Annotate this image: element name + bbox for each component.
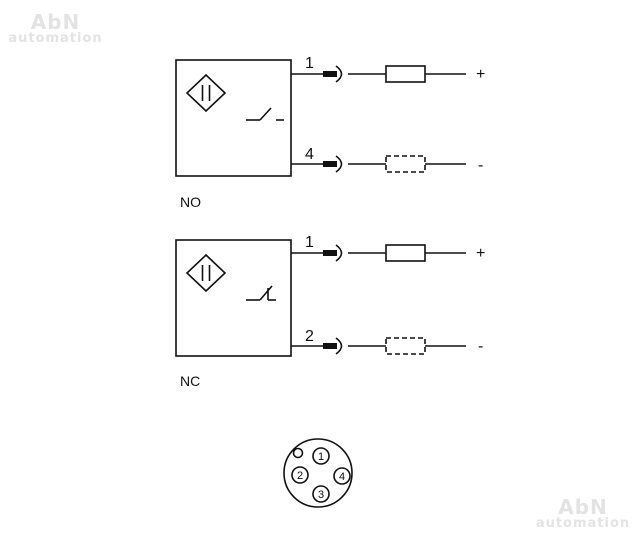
connector-pin-2-icon (291, 466, 309, 484)
watermark-brand: AbN (558, 495, 608, 519)
nc-load-resistor-icon (385, 244, 426, 262)
nc-load-dashed-icon (385, 337, 426, 355)
no-load-resistor-icon (385, 65, 426, 83)
no-sensor-box (175, 59, 292, 177)
no-label: NO (180, 194, 201, 210)
watermark-bottom-right: AbN automation (535, 497, 631, 530)
no-pin-bottom-label: 4 (305, 146, 314, 163)
nc-plug-bottom-icon (323, 343, 337, 349)
no-pin-top-label: 1 (305, 55, 314, 72)
watermark-sub: automation (535, 516, 631, 531)
nc-plug-top-icon (323, 250, 337, 256)
nc-diagram (175, 239, 466, 357)
connector-pin-4-icon (333, 467, 351, 485)
no-sign-minus: - (478, 157, 483, 174)
connector-pin-3-label: 3 (318, 489, 324, 501)
watermark-brand: AbN (30, 10, 81, 34)
nc-sensor-symbol-icon (185, 253, 227, 293)
connector-pin-4-label: 4 (339, 471, 345, 483)
no-sensor-symbol-icon (185, 73, 227, 113)
connector-pin-2-label: 2 (297, 470, 303, 482)
no-sign-plus: + (476, 66, 485, 83)
nc-socket-bottom-icon (335, 337, 343, 355)
no-plug-top-icon (323, 71, 337, 77)
nc-pin-top-label: 1 (305, 234, 314, 251)
no-switch-icon (246, 107, 284, 121)
watermark-sub: automation (8, 31, 103, 46)
nc-switch-icon (246, 285, 276, 301)
connector-outline-icon (283, 438, 353, 508)
connector-face (283, 438, 353, 508)
no-socket-top-icon (335, 65, 343, 83)
no-diagram (175, 59, 466, 177)
connector-pin-3-icon (312, 485, 330, 503)
nc-label: NC (180, 373, 201, 389)
nc-sensor-box (175, 239, 292, 357)
no-load-dashed-icon (385, 155, 426, 173)
nc-pin-bottom-label: 2 (305, 328, 314, 345)
watermark-top-left: AbN automation (8, 12, 103, 45)
nc-sign-minus: - (478, 338, 483, 355)
nc-socket-top-icon (335, 244, 343, 262)
nc-sign-plus: + (476, 245, 485, 262)
connector-pin-1-icon (312, 447, 330, 465)
connector-key-icon (292, 447, 304, 459)
no-socket-bottom-icon (335, 155, 343, 173)
connector-pin-1-label: 1 (318, 451, 324, 463)
no-plug-bottom-icon (323, 161, 337, 167)
